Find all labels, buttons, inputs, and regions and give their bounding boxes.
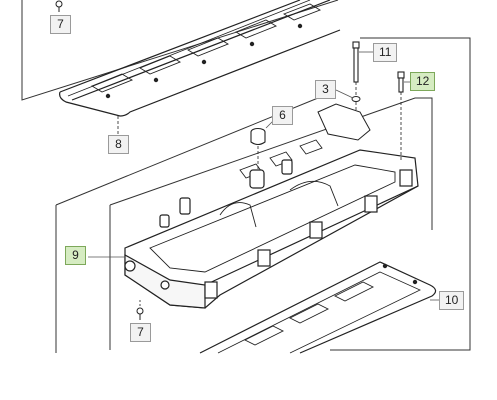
callout-9[interactable]: 9	[65, 246, 86, 265]
upper-gasket	[59, 0, 341, 138]
lower-gasket	[199, 261, 437, 354]
top-screw	[55, 0, 63, 12]
callout-7-top[interactable]: 7	[50, 15, 71, 34]
fitting	[250, 127, 266, 170]
callout-7-bottom[interactable]: 7	[130, 323, 151, 342]
callout-12[interactable]: 12	[410, 72, 436, 91]
bottom-screw	[136, 300, 144, 320]
callout-11[interactable]: 11	[373, 43, 398, 62]
callout-6[interactable]: 6	[272, 106, 293, 125]
washer	[351, 96, 361, 102]
callout-3[interactable]: 3	[315, 80, 336, 99]
long-bolt	[352, 41, 360, 110]
valve-cover	[124, 103, 419, 309]
callout-8[interactable]: 8	[108, 135, 129, 154]
upper-gasket-panel	[21, 0, 339, 101]
leader-lines	[88, 51, 439, 301]
callout-10[interactable]: 10	[439, 291, 465, 310]
short-bolt	[397, 71, 405, 160]
